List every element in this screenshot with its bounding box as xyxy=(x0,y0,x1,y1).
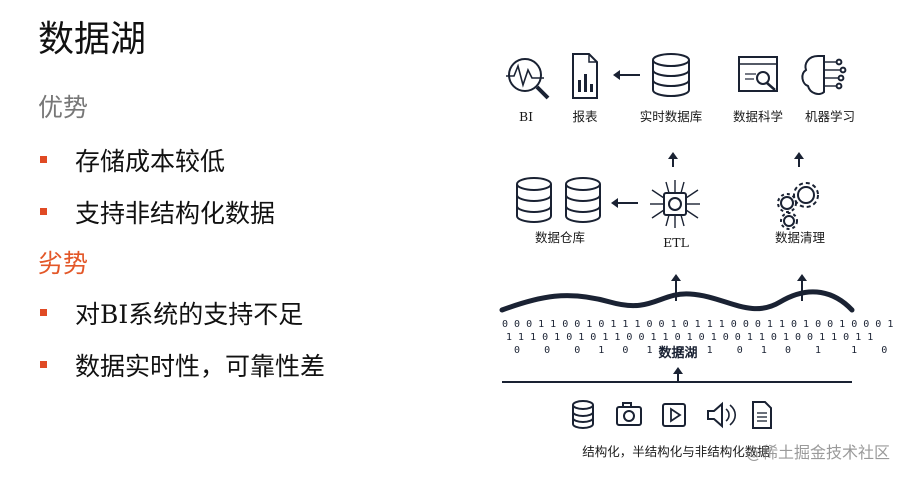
bi-analytics-icon xyxy=(506,58,550,100)
etl-label: ETL xyxy=(663,235,689,250)
warehouse-label: 数据仓库 xyxy=(534,230,586,245)
machine-learning-icon xyxy=(801,55,847,95)
pros-list: 存储成本较低 支持非结构化数据 xyxy=(40,145,275,249)
arrow-up-icon xyxy=(668,152,678,167)
arrow-left-icon xyxy=(611,198,638,208)
bi-label: BI xyxy=(518,109,534,124)
binary-row: 0 0 0 1 0 1 0 1 0 1 0 1 1 0 xyxy=(508,345,888,356)
report-label: 报表 xyxy=(572,109,598,124)
realtime-db-label: 实时数据库 xyxy=(639,109,703,124)
cons-list: 对BI系统的支持不足 数据实时性，可靠性差 xyxy=(40,298,325,402)
binary-row: 0 0 0 1 1 0 0 1 0 1 1 1 0 0 1 0 1 1 1 0 … xyxy=(502,319,894,330)
cleaning-gears-icon xyxy=(777,182,819,230)
audio-speaker-icon xyxy=(707,401,737,429)
arrow-up-icon xyxy=(794,152,804,167)
page-title: 数据湖 xyxy=(38,19,147,60)
binary-row: 1 1 1 0 1 0 1 0 1 1 0 0 1 1 0 1 0 1 0 0 … xyxy=(506,332,874,343)
list-item: 支持非结构化数据 xyxy=(40,197,275,249)
pros-heading: 优势 xyxy=(38,93,89,122)
arrow-up-icon xyxy=(673,367,683,381)
etl-chip-icon xyxy=(650,180,700,228)
cleaning-label: 数据清理 xyxy=(774,230,826,245)
cons-heading: 劣势 xyxy=(38,249,89,278)
report-icon xyxy=(572,53,598,99)
source-database-icon xyxy=(572,400,594,429)
lake-label: 数据湖 xyxy=(658,346,698,361)
bullet-icon xyxy=(40,208,47,215)
database-icon xyxy=(652,53,690,97)
list-item: 数据实时性，可靠性差 xyxy=(40,350,325,402)
data-science-icon xyxy=(738,56,778,92)
arrow-up-icon xyxy=(797,274,807,301)
watermark: @稀土掘金技术社区 xyxy=(745,443,890,462)
lake-wave xyxy=(499,289,855,313)
arrow-left-icon xyxy=(613,70,640,80)
warehouse-database-icon xyxy=(516,177,601,223)
bullet-icon xyxy=(40,156,47,163)
bullet-icon xyxy=(40,309,47,316)
document-icon xyxy=(752,401,772,429)
list-item: 存储成本较低 xyxy=(40,145,275,197)
data-science-label: 数据科学 xyxy=(732,109,784,124)
data-lake-diagram: BI 报表 实时数据库 数据科学 机器学习 数据仓库 ETL 数据清理 0 0 … xyxy=(480,40,894,480)
video-play-icon xyxy=(662,403,686,427)
bullet-icon xyxy=(40,361,47,368)
sources-label: 结构化，半结构化与非结构化数据 xyxy=(582,444,770,459)
list-item: 对BI系统的支持不足 xyxy=(40,298,325,350)
camera-icon xyxy=(616,402,642,426)
diagram-graphics xyxy=(499,53,855,429)
ml-label: 机器学习 xyxy=(804,109,856,124)
